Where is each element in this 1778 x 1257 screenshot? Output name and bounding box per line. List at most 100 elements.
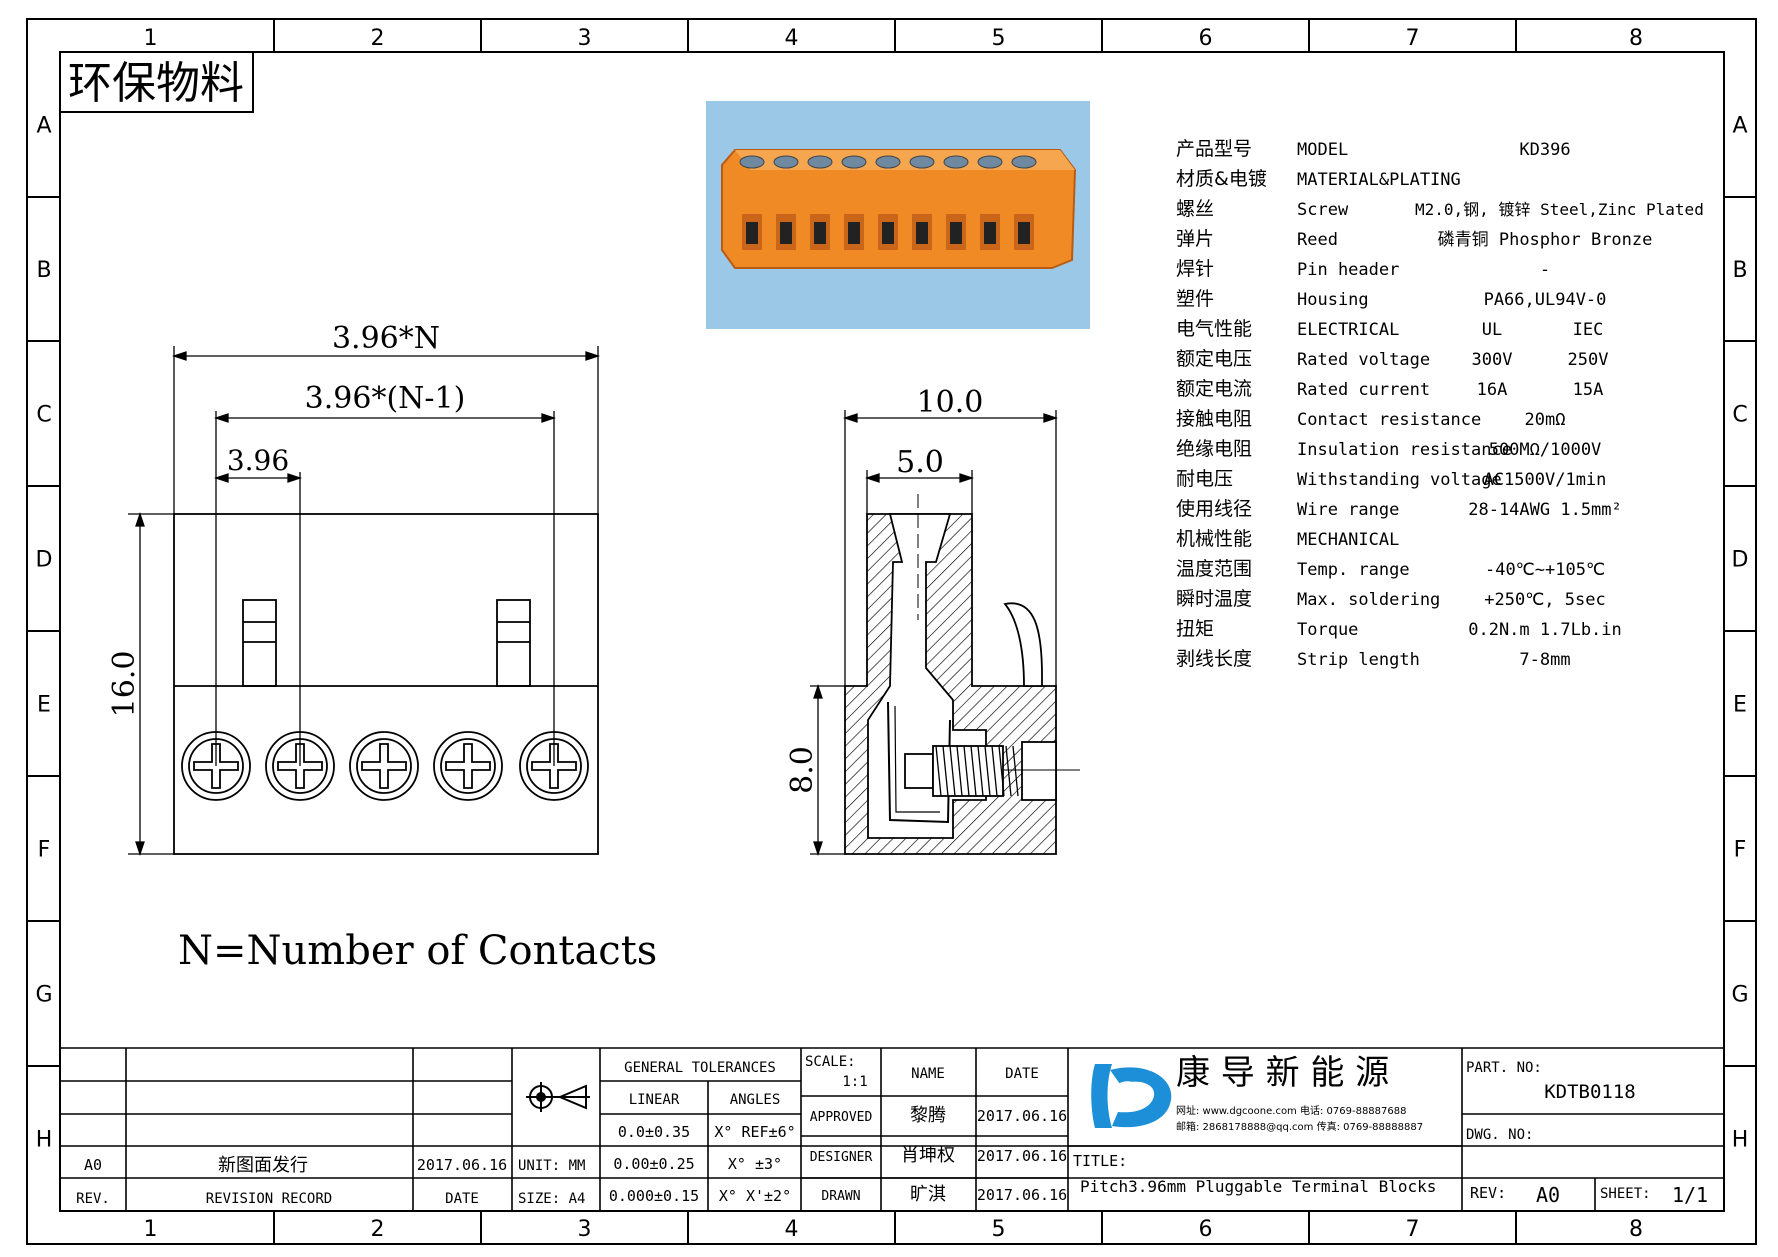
spec-value: 0.2N.m 1.7Lb.in xyxy=(1468,620,1622,640)
dwg-no-label: DWG. NO: xyxy=(1466,1127,1533,1143)
frame-col-label: 7 xyxy=(1406,26,1420,51)
angles-header: ANGLES xyxy=(730,1092,781,1108)
spec-label-cn: 温度范围 xyxy=(1176,558,1252,580)
date-header: DATE xyxy=(1005,1066,1039,1082)
spec-label-en: ELECTRICAL xyxy=(1297,320,1399,340)
title-block xyxy=(60,1047,1724,1211)
tolerance-linear: 0.0±0.35 xyxy=(618,1123,690,1141)
spec-label-en: Screw xyxy=(1297,200,1349,220)
frame-row-label: D xyxy=(36,548,53,573)
linear-header: LINEAR xyxy=(629,1092,680,1108)
frame-col-label: 6 xyxy=(1199,26,1213,51)
sheet-value: 1/1 xyxy=(1672,1183,1708,1207)
part-no-label: PART. NO: xyxy=(1466,1060,1542,1076)
role-label: APPROVED xyxy=(810,1110,873,1125)
spec-label-en: Strip length xyxy=(1297,650,1420,670)
frame-row-label: H xyxy=(36,1128,53,1153)
tolerance-angle: X° ±3° xyxy=(728,1155,782,1173)
role-date: 2017.06.16 xyxy=(977,1107,1067,1125)
frame-row-label: G xyxy=(1731,983,1748,1008)
frame-col-label: 8 xyxy=(1629,1217,1643,1242)
role-date: 2017.06.16 xyxy=(977,1186,1067,1204)
spec-label-en: Pin header xyxy=(1297,260,1399,280)
spec-label-en: Max. soldering xyxy=(1297,590,1440,610)
front-view-dimensions xyxy=(128,346,601,857)
contacts-note: N=Number of Contacts xyxy=(178,928,657,974)
revision-record-header: REVISION RECORD xyxy=(206,1191,332,1207)
spec-label-cn: 使用线径 xyxy=(1176,498,1252,520)
frame-col-label: 3 xyxy=(578,1217,592,1242)
spec-label-cn: 接触电阻 xyxy=(1176,408,1252,430)
role-name: 肖坤权 xyxy=(901,1145,955,1166)
frame-row-label: F xyxy=(1734,838,1747,863)
spec-value: PA66,UL94V-0 xyxy=(1484,290,1607,310)
spec-label-en: Insulation resistance xyxy=(1297,440,1512,460)
frame-row-label: G xyxy=(35,983,52,1008)
scale-value: 1:1 xyxy=(842,1074,867,1090)
spec-value: -40℃~+105℃ xyxy=(1485,560,1605,580)
spec-label-en: MATERIAL&PLATING xyxy=(1297,170,1461,190)
spec-label-cn: 额定电流 xyxy=(1176,378,1252,400)
frame-col-label: 2 xyxy=(371,26,385,51)
dim-height: 16.0 xyxy=(107,651,142,718)
dim-pitch: 3.96 xyxy=(227,444,289,477)
spec-label-cn: 焊针 xyxy=(1176,258,1214,280)
frame-row-label: D xyxy=(1732,548,1749,573)
spec-value: 500MΩ/1000V xyxy=(1489,440,1602,460)
date-header: DATE xyxy=(445,1191,479,1207)
frame-col-label: 1 xyxy=(144,1217,158,1242)
front-view xyxy=(173,513,599,855)
spec-label-en: Torque xyxy=(1297,620,1358,640)
side-view xyxy=(844,494,1080,855)
unit-label: UNIT: MM xyxy=(518,1158,585,1174)
revision-rev: A0 xyxy=(84,1156,102,1174)
spec-value: 20mΩ xyxy=(1525,410,1566,430)
frame-row-label: A xyxy=(36,114,51,139)
scale-label: SCALE: xyxy=(805,1054,856,1070)
tolerance-linear: 0.00±0.25 xyxy=(613,1155,694,1173)
spec-label-en: MODEL xyxy=(1297,140,1348,160)
dim-side-width: 10.0 xyxy=(917,385,984,420)
spec-value: +250℃, 5sec xyxy=(1484,590,1605,610)
frame-row-label: A xyxy=(1732,114,1747,139)
spec-label-en: Reed xyxy=(1297,230,1338,250)
role-label: DESIGNER xyxy=(810,1150,873,1165)
spec-label-en: Withstanding voltage xyxy=(1297,470,1502,490)
frame-row-label: E xyxy=(37,693,51,718)
dim-side-half: 5.0 xyxy=(896,445,944,480)
frame-col-label: 2 xyxy=(371,1217,385,1242)
frame-col-label: 4 xyxy=(785,1217,799,1242)
spec-label-en: Wire range xyxy=(1297,500,1399,520)
drawing-title: Pitch3.96mm Pluggable Terminal Blocks xyxy=(1080,1177,1436,1196)
frame-row-label: C xyxy=(36,403,51,428)
spec-label-cn: 螺丝 xyxy=(1176,198,1214,220)
frame-row-label: E xyxy=(1733,693,1747,718)
frame-col-label: 3 xyxy=(578,26,592,51)
dim-total-width: 3.96*N xyxy=(332,321,440,356)
spec-value: 磷青铜 Phosphor Bronze xyxy=(1438,230,1653,250)
company-contact-2: 邮箱: 2868178888@qq.com 传真: 0769-88888887 xyxy=(1176,1120,1423,1133)
frame-col-label: 1 xyxy=(144,26,158,51)
frame-row-label: C xyxy=(1732,403,1747,428)
spec-label-en: Rated current xyxy=(1297,380,1430,400)
revision-date: 2017.06.16 xyxy=(417,1156,507,1174)
sheet-label: SHEET: xyxy=(1600,1186,1651,1202)
role-label: DRAWN xyxy=(821,1189,860,1204)
name-header: NAME xyxy=(911,1066,945,1082)
frame-zone-ticks xyxy=(27,19,1756,1244)
dim-n-minus-1: 3.96*(N-1) xyxy=(305,381,466,416)
title-label: TITLE: xyxy=(1073,1152,1127,1170)
spec-value: AC1500V/1min xyxy=(1484,470,1607,490)
spec-label-cn: 塑件 xyxy=(1176,288,1214,310)
general-tolerances-header: GENERAL TOLERANCES xyxy=(624,1060,776,1076)
spec-value: - xyxy=(1540,260,1550,280)
frame-col-label: 5 xyxy=(992,1217,1006,1242)
part-no-value: KDTB0118 xyxy=(1544,1081,1636,1103)
spec-label-en: Contact resistance xyxy=(1297,410,1481,430)
spec-value: 16A xyxy=(1477,380,1508,400)
spec-label-en: MECHANICAL xyxy=(1297,530,1399,550)
tolerance-linear: 0.000±0.15 xyxy=(609,1187,699,1205)
spec-label-cn: 弹片 xyxy=(1176,228,1214,250)
